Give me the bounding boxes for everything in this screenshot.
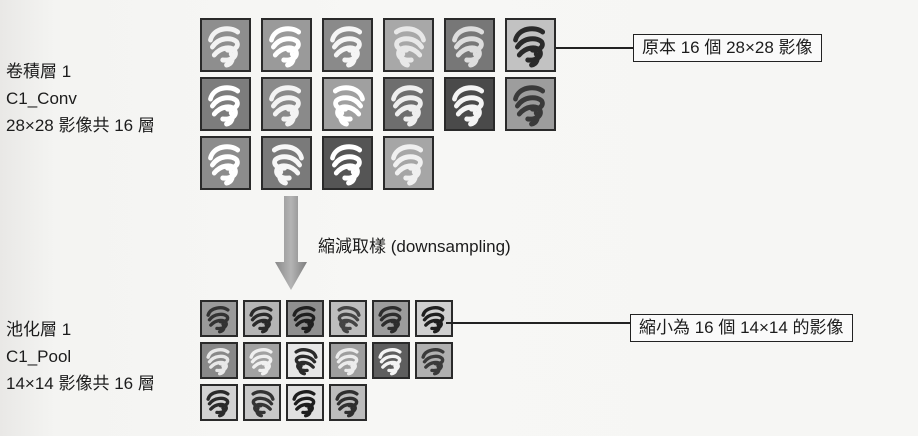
pool-layer-label: 池化層 1 C1_Pool 14×14 影像共 16 層: [6, 316, 155, 397]
pool-feature-map-tile: [286, 384, 324, 421]
pool-feature-map-tile: [243, 384, 281, 421]
conv-feature-map-tile: [322, 77, 373, 131]
conv-layer-title: 卷積層 1: [6, 62, 72, 81]
conv-feature-map-tile: [505, 77, 556, 131]
conv-feature-map-tile: [200, 18, 251, 72]
conv-feature-map-tile: [444, 18, 495, 72]
conv-feature-map-tile: [261, 18, 312, 72]
conv-feature-map-tile: [505, 18, 556, 72]
pool-feature-map-tile: [286, 342, 324, 379]
pool-layer-title: 池化層 1: [6, 320, 72, 339]
conv-feature-map-tile: [383, 77, 434, 131]
conv-callout-text: 原本 16 個 28×28 影像: [642, 38, 813, 57]
pool-callout-box: 縮小為 16 個 14×14 的影像: [630, 314, 853, 342]
downsampling-arrow: [275, 196, 307, 290]
pool-feature-map-tile: [329, 384, 367, 421]
pool-callout-connector: [446, 322, 630, 324]
pool-callout-text: 縮小為 16 個 14×14 的影像: [639, 318, 844, 337]
pool-feature-map-tile: [243, 342, 281, 379]
conv-callout-connector: [556, 47, 633, 49]
conv-feature-map-tile: [322, 136, 373, 190]
pool-feature-map-tile: [243, 300, 281, 337]
conv-feature-map-tile: [200, 136, 251, 190]
pool-feature-map-tile: [372, 300, 410, 337]
pool-feature-map-tile: [200, 300, 238, 337]
conv-layer-name: C1_Conv: [6, 89, 77, 108]
conv-feature-map-tile: [383, 18, 434, 72]
conv-layer-label: 卷積層 1 C1_Conv 28×28 影像共 16 層: [6, 58, 155, 139]
pool-feature-map-tile: [372, 342, 410, 379]
conv-feature-map-tile: [261, 77, 312, 131]
conv-feature-map-tile: [200, 77, 251, 131]
pool-feature-map-tile: [415, 300, 453, 337]
pool-layer-name: C1_Pool: [6, 347, 72, 366]
conv-feature-map-tile: [444, 77, 495, 131]
pool-feature-map-tile: [329, 342, 367, 379]
downsampling-label: 縮減取樣 (downsampling): [318, 237, 511, 256]
pool-feature-map-tile: [415, 342, 453, 379]
pool-feature-map-tile: [200, 384, 238, 421]
conv-feature-map-tile: [383, 136, 434, 190]
pool-feature-map-tile: [329, 300, 367, 337]
pool-feature-map-tile: [286, 300, 324, 337]
conv-layer-desc: 28×28 影像共 16 層: [6, 116, 155, 135]
conv-feature-map-tile: [261, 136, 312, 190]
conv-callout-box: 原本 16 個 28×28 影像: [633, 34, 822, 62]
pool-feature-map-tile: [200, 342, 238, 379]
conv-feature-map-tile: [322, 18, 373, 72]
pool-layer-desc: 14×14 影像共 16 層: [6, 374, 155, 393]
